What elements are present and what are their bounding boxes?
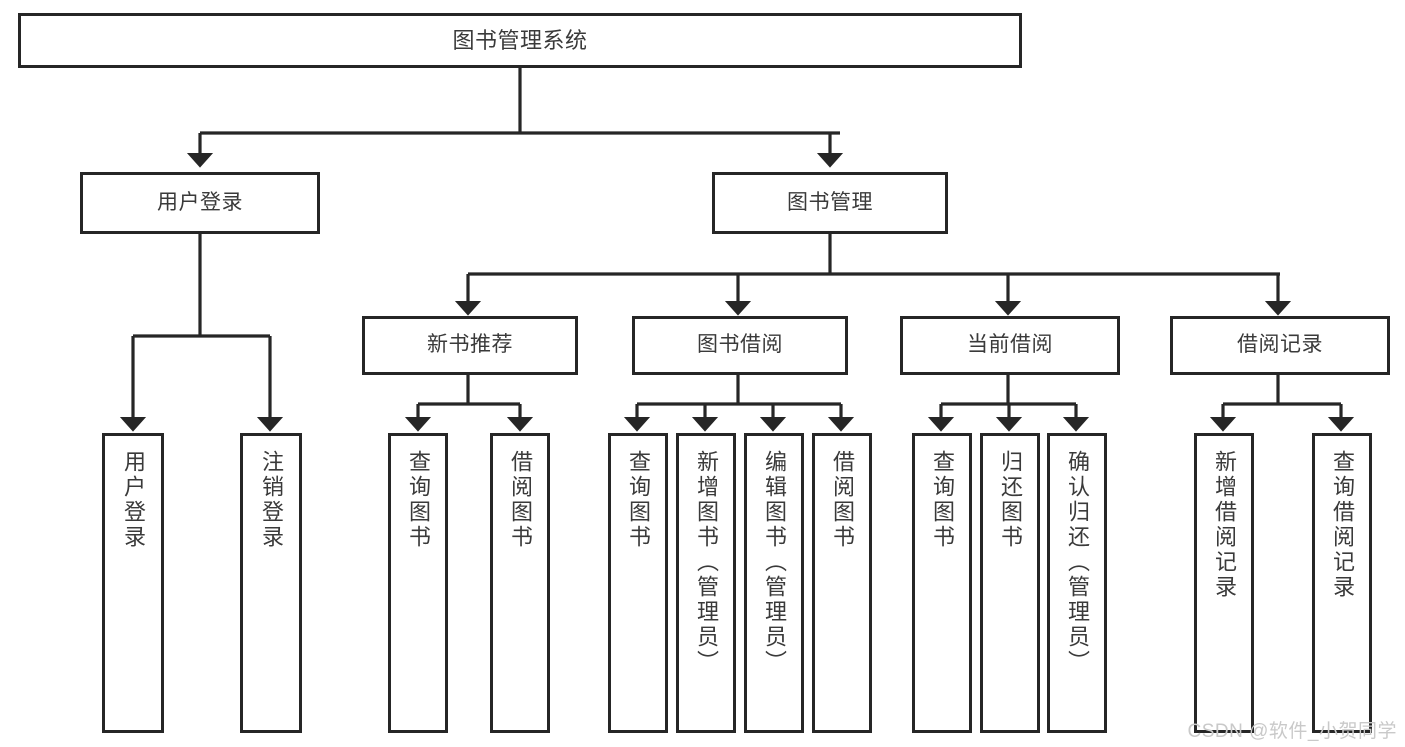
- node-root-system[interactable]: 图书管理系统: [18, 13, 1022, 68]
- node-label: 借阅图书: [830, 450, 855, 550]
- node-label: 查询图书: [930, 450, 955, 550]
- node-label: 确认归还（管理员）: [1065, 450, 1090, 675]
- node-label: 编辑图书（管理员）: [762, 450, 787, 675]
- leaf-user-login[interactable]: 用户登录: [102, 433, 164, 733]
- node-label: 查询图书: [406, 450, 431, 550]
- node-borrow-record[interactable]: 借阅记录: [1170, 316, 1390, 375]
- leaf-query-book-recommend[interactable]: 查询图书: [388, 433, 448, 733]
- node-current-borrow[interactable]: 当前借阅: [900, 316, 1120, 375]
- node-label: 注销登录: [259, 450, 284, 550]
- leaf-confirm-return-admin[interactable]: 确认归还（管理员）: [1047, 433, 1107, 733]
- node-label: 当前借阅: [967, 333, 1053, 357]
- node-new-book-recommend[interactable]: 新书推荐: [362, 316, 578, 375]
- node-label: 新增图书（管理员）: [694, 450, 719, 675]
- node-label: 查询图书: [626, 450, 651, 550]
- node-label: 图书管理系统: [452, 27, 588, 53]
- leaf-borrow-book-recommend[interactable]: 借阅图书: [490, 433, 550, 733]
- leaf-edit-book-admin[interactable]: 编辑图书（管理员）: [744, 433, 804, 733]
- node-label: 借阅记录: [1237, 333, 1323, 357]
- leaf-logout[interactable]: 注销登录: [240, 433, 302, 733]
- leaf-add-book-admin[interactable]: 新增图书（管理员）: [676, 433, 736, 733]
- node-book-borrow[interactable]: 图书借阅: [632, 316, 848, 375]
- leaf-add-borrow-record[interactable]: 新增借阅记录: [1194, 433, 1254, 733]
- node-label: 归还图书: [998, 450, 1023, 550]
- node-label: 用户登录: [157, 190, 243, 214]
- node-label: 用户登录: [121, 450, 146, 550]
- node-label: 新书推荐: [427, 333, 513, 357]
- node-label: 查询借阅记录: [1330, 450, 1355, 600]
- leaf-return-book[interactable]: 归还图书: [980, 433, 1040, 733]
- leaf-query-book-current[interactable]: 查询图书: [912, 433, 972, 733]
- node-label: 借阅图书: [508, 450, 533, 550]
- node-label: 图书管理: [787, 190, 873, 214]
- leaf-query-book-borrow[interactable]: 查询图书: [608, 433, 668, 733]
- node-book-management[interactable]: 图书管理: [712, 172, 948, 234]
- leaf-borrow-book[interactable]: 借阅图书: [812, 433, 872, 733]
- node-label: 新增借阅记录: [1212, 450, 1237, 600]
- node-label: 图书借阅: [697, 333, 783, 357]
- node-user-login[interactable]: 用户登录: [80, 172, 320, 234]
- leaf-query-borrow-record[interactable]: 查询借阅记录: [1312, 433, 1372, 733]
